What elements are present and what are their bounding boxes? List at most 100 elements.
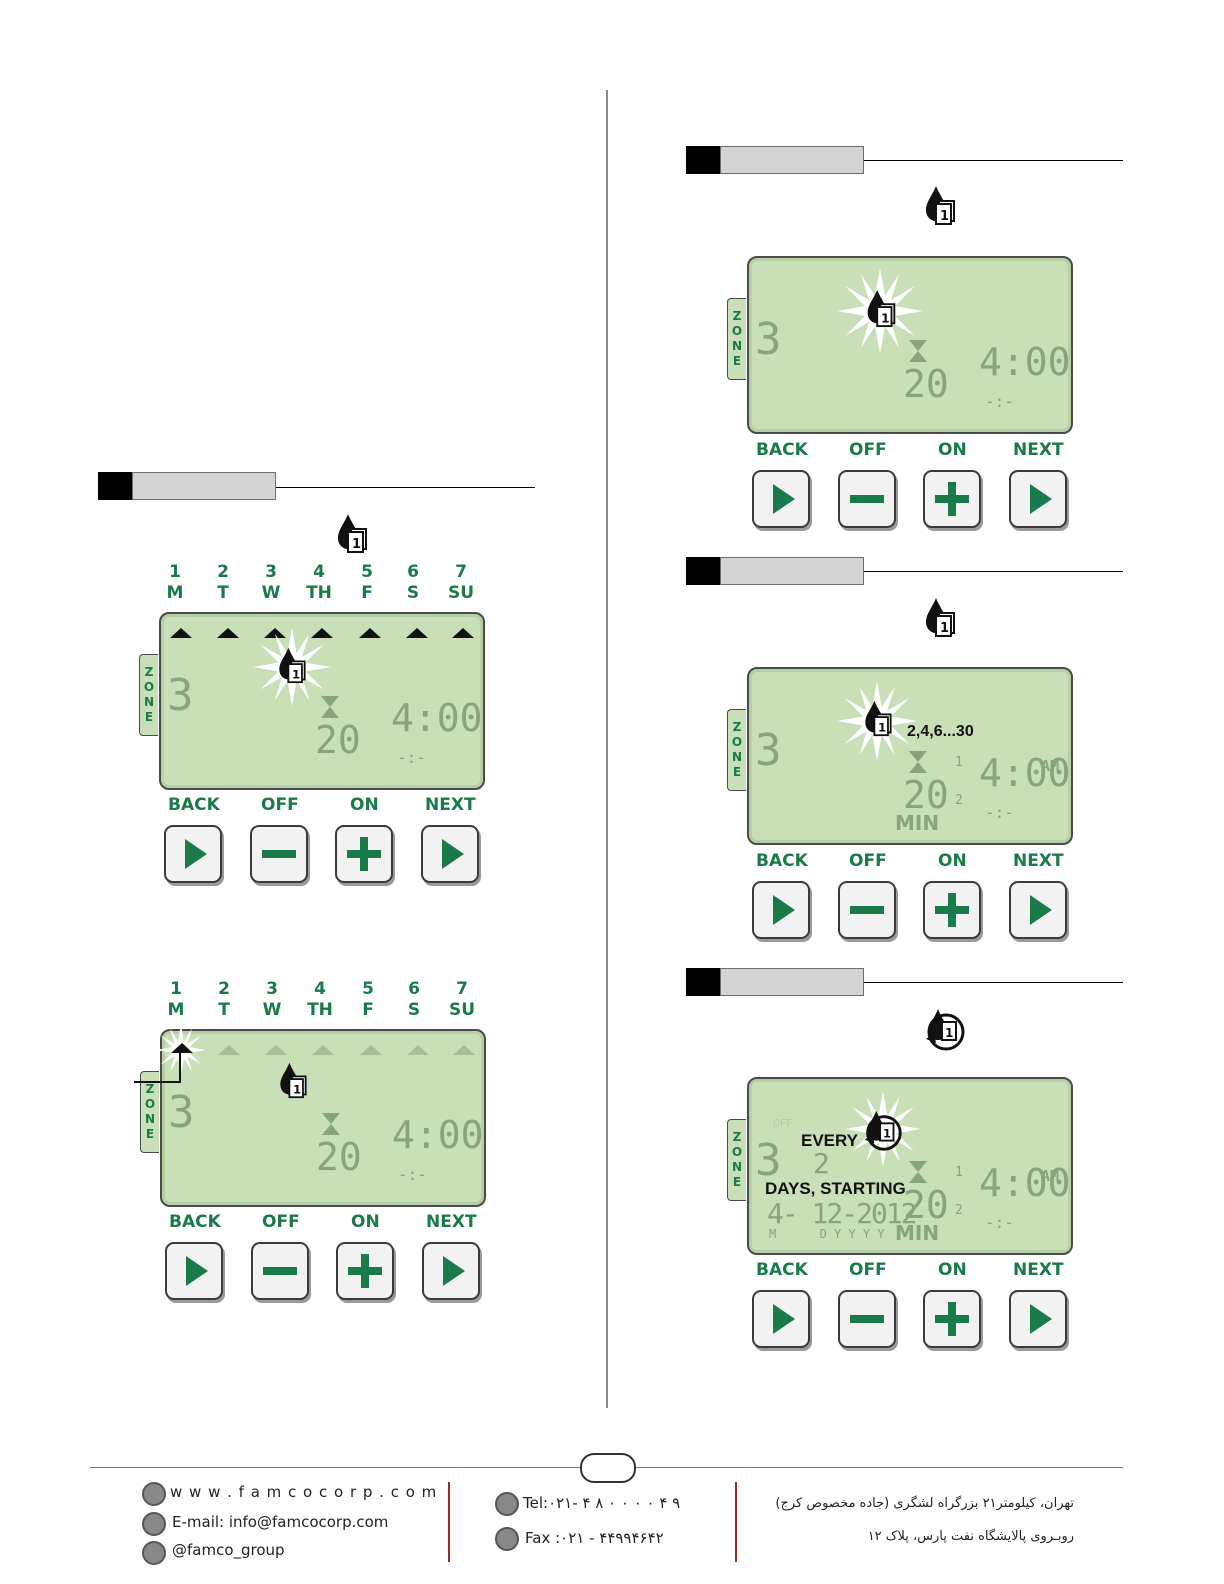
duration-value: 20 <box>903 362 949 406</box>
address-line-2: روبـروی پالایشگاه نفت پارس، پلاک ۱۲ <box>867 1529 1074 1544</box>
back-button[interactable] <box>752 1290 810 1348</box>
web-icon <box>142 1482 166 1506</box>
on-button[interactable] <box>923 470 981 528</box>
zone-number: 3 <box>755 725 782 776</box>
start-time: 4:00 <box>979 340 1071 384</box>
day-marker <box>264 628 286 638</box>
svg-text:1: 1 <box>945 1026 953 1040</box>
play-arrow-icon <box>773 484 795 514</box>
day-marker <box>407 1045 429 1055</box>
svg-text:1: 1 <box>883 1127 891 1141</box>
tel-number: Tel:۰۲۱- ۴ ۸ ۰ ۰ ۰ ۰ ۴ ۹ <box>523 1494 681 1512</box>
water-drop-program-icon: 1 <box>279 647 306 684</box>
email-link[interactable]: E-mail: info@famcocorp.com <box>172 1513 389 1531</box>
play-arrow-icon <box>1030 1304 1052 1334</box>
minus-icon <box>263 1267 297 1275</box>
back-button[interactable] <box>752 470 810 528</box>
on-button[interactable] <box>335 825 393 883</box>
day-marker <box>311 628 333 638</box>
back-button[interactable] <box>165 1242 223 1300</box>
am-label: AM <box>1041 757 1060 775</box>
fax-icon <box>495 1527 519 1551</box>
page-number-pill <box>580 1453 636 1483</box>
next-button[interactable] <box>1009 470 1067 528</box>
day-marker <box>406 628 428 638</box>
off-button[interactable] <box>251 1242 309 1300</box>
duration-value: 20 <box>903 773 949 817</box>
plus-icon <box>935 893 969 927</box>
start-time-2: -:- <box>985 803 1014 822</box>
next-button[interactable] <box>422 1242 480 1300</box>
instagram-handle[interactable]: @famco_group <box>172 1541 285 1559</box>
duration-value: 20 <box>316 1135 362 1179</box>
svg-text:1: 1 <box>352 537 361 552</box>
date-format: M D Y Y Y Y <box>769 1227 885 1241</box>
on-button[interactable] <box>923 881 981 939</box>
duration-value: 20 <box>315 718 361 762</box>
zone-number: 3 <box>168 1087 195 1138</box>
minus-icon <box>262 850 296 858</box>
footer-divider <box>735 1482 737 1562</box>
svg-text:1: 1 <box>878 721 886 735</box>
next-button[interactable] <box>1009 1290 1067 1348</box>
water-drop-program-icon: 1 <box>867 289 896 328</box>
day-marker-active <box>171 1043 193 1053</box>
back-button[interactable] <box>164 825 222 883</box>
hourglass-icon <box>909 340 927 362</box>
plus-icon <box>935 482 969 516</box>
play-arrow-icon <box>443 1256 465 1286</box>
callout-arrow <box>134 1050 181 1083</box>
email-icon <box>142 1512 166 1536</box>
interval-days-label: 2,4,6...30 <box>907 723 974 740</box>
play-arrow-icon <box>186 1256 208 1286</box>
plus-icon <box>347 837 381 871</box>
water-drop-program-icon: 1 <box>926 598 955 637</box>
off-button[interactable] <box>250 825 308 883</box>
water-drop-program-icon: 1 <box>280 1062 307 1099</box>
duration-value: 20 <box>903 1183 949 1227</box>
website-link[interactable]: w w w . f a m c o c o r p . c o m <box>170 1483 438 1501</box>
start-time-2: -:- <box>397 748 426 767</box>
program-2-marker: 2 <box>955 793 963 808</box>
play-arrow-icon <box>773 895 795 925</box>
am-label: AM <box>1041 1167 1060 1185</box>
phone-icon <box>495 1492 519 1516</box>
zone-number: 3 <box>755 1135 782 1186</box>
address-line-1: تهران، کیلومتر۲۱ بزرگراه لشگری (جاده مخص… <box>775 1496 1074 1511</box>
start-time: 4:00 <box>392 1113 484 1157</box>
start-time: 4:00 <box>391 696 483 740</box>
water-drop-program-icon: 1 <box>338 514 367 553</box>
instagram-icon <box>142 1541 166 1565</box>
play-arrow-icon <box>1030 484 1052 514</box>
off-button[interactable] <box>838 470 896 528</box>
next-button[interactable] <box>1009 881 1067 939</box>
hourglass-icon <box>322 1113 340 1135</box>
zone-number: 3 <box>167 670 194 721</box>
day-marker <box>170 628 192 638</box>
column-divider <box>606 90 608 1408</box>
on-button[interactable] <box>336 1242 394 1300</box>
minus-icon <box>850 906 884 914</box>
svg-text:1: 1 <box>940 621 949 636</box>
svg-text:1: 1 <box>293 1083 301 1097</box>
back-button[interactable] <box>752 881 810 939</box>
plus-icon <box>935 1302 969 1336</box>
hourglass-icon <box>909 751 927 773</box>
plus-icon <box>348 1254 382 1288</box>
play-arrow-icon <box>773 1304 795 1334</box>
off-button[interactable] <box>838 1290 896 1348</box>
day-marker <box>452 628 474 638</box>
on-button[interactable] <box>923 1290 981 1348</box>
program-2-marker: 2 <box>955 1203 963 1218</box>
next-button[interactable] <box>421 825 479 883</box>
svg-text:1: 1 <box>292 668 300 682</box>
off-button[interactable] <box>838 881 896 939</box>
svg-text:1: 1 <box>881 311 890 325</box>
